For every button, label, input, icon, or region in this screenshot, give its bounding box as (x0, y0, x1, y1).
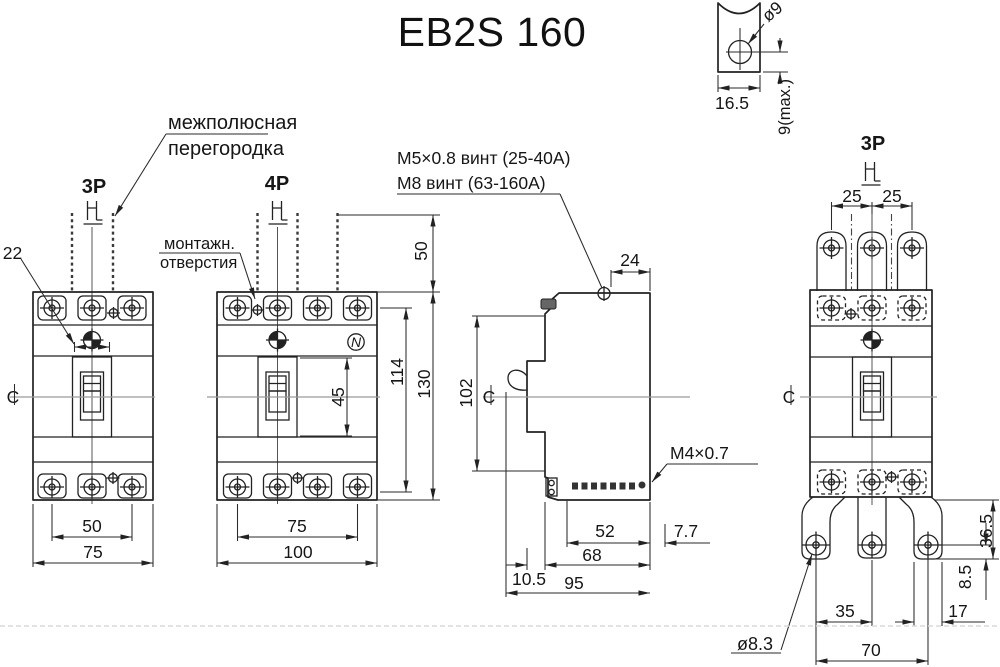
dim-130: 130 (414, 369, 434, 398)
screw-spec-2: М8 винт (63-160А) (397, 173, 546, 193)
terminal-screw-lines (70, 213, 115, 291)
interpole-lines (850, 214, 893, 290)
tab-detail-view: ø9 16.5 9(max.) (715, 0, 794, 135)
annotations: межполюсная перегородка монтажн. отверст… (114, 112, 758, 483)
mounting-hole (843, 307, 859, 321)
tab-hole (801, 530, 831, 560)
dim-7-7: 7.7 (674, 521, 698, 541)
dim-22: 22 (3, 243, 22, 263)
breaker-body-4p (216, 291, 378, 501)
dim-17: 17 (948, 601, 967, 621)
m4-label: М4×0.7 (670, 443, 729, 463)
front-view-4p: 4Р N 75 100 45 114 130 50 (207, 173, 440, 567)
centerline-symbol: C (783, 387, 796, 407)
terminal-screw-lines (256, 213, 339, 291)
mounting-label-2: отверстия (160, 254, 237, 272)
bottom-tab (801, 496, 846, 560)
dim-52: 52 (595, 521, 614, 541)
dim-75: 75 (287, 516, 306, 536)
tab-hole (913, 530, 943, 560)
dia-8-3-label: ø8.3 (737, 634, 773, 654)
neutral-pole-mark (347, 333, 365, 351)
dim-100: 100 (283, 542, 312, 562)
mounting-label-1: монтажн. (164, 235, 235, 253)
dim-16-5: 16.5 (715, 93, 749, 113)
interpole-label-1: межполюсная (168, 112, 297, 134)
rear-view-3p: 3Р 25 25 C 35 70 17 36.5 8.5 ø8.3 (731, 133, 999, 665)
dim-75: 75 (83, 542, 102, 562)
page-title: EB2S 160 (398, 9, 587, 55)
mounting-hole (884, 470, 899, 484)
partition-symbol (267, 200, 289, 225)
breaker-body-rear (809, 289, 933, 498)
dim-25-b: 25 (882, 186, 901, 206)
partition-symbol (860, 161, 882, 186)
latch (540, 298, 557, 310)
dim-114: 114 (387, 358, 407, 386)
lever (507, 369, 528, 391)
dim-9max: 9(max.) (776, 79, 794, 135)
tab-hole (857, 530, 887, 560)
front-view-3p: 3Р C 22 50 75 (3, 176, 155, 567)
bottom-tab (898, 496, 943, 560)
busbar-tab (816, 231, 847, 291)
cover-screw (859, 327, 885, 353)
dim-10-5: 10.5 (512, 569, 546, 589)
dim-8-5: 8.5 (955, 565, 975, 589)
cover-screw (265, 327, 290, 353)
dim-25-a: 25 (842, 186, 861, 206)
dim-24: 24 (620, 250, 640, 270)
centerline-symbol: C (483, 387, 496, 407)
dim-50-screw: 50 (411, 241, 431, 261)
centerline-symbol: C (7, 387, 20, 407)
dia9-label: ø9 (758, 0, 787, 26)
side-view: C 24 102 52 7.7 68 10.5 95 (456, 250, 710, 597)
din-clip (545, 477, 558, 497)
screw-spec-1: М5×0.8 винт (25-40А) (397, 148, 570, 168)
cover-screw (79, 327, 105, 353)
front4p-label: 4Р (265, 173, 289, 195)
partition-symbol (82, 200, 104, 225)
mounting-hole (250, 303, 265, 317)
dim-45: 45 (328, 387, 348, 406)
neutral-letter: N (351, 334, 362, 350)
dim-68: 68 (582, 545, 601, 565)
front3p-label: 3Р (82, 176, 106, 198)
breaker-body-3p (32, 291, 154, 501)
rear-label: 3Р (861, 133, 885, 155)
tab-outline (717, 2, 761, 73)
interpole-label-2: перегородка (168, 138, 285, 160)
dim-102: 102 (456, 378, 476, 407)
dim-50: 50 (82, 516, 102, 536)
dim-35: 35 (835, 601, 854, 621)
busbar-tab (896, 231, 928, 291)
mounting-hole (290, 471, 305, 485)
m4-screw (638, 481, 646, 489)
dim-95: 95 (564, 573, 583, 593)
dim-70: 70 (861, 640, 881, 660)
